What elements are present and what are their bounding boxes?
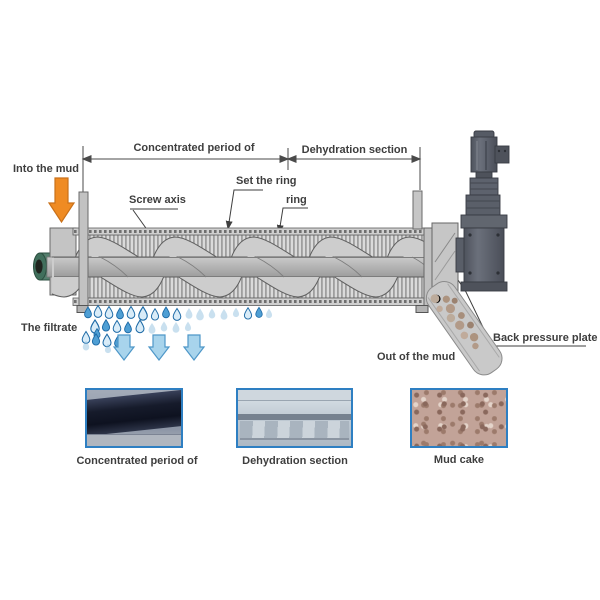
label-into-the-mud: Into the mud [13, 163, 79, 175]
machine-body [33, 190, 459, 313]
label-the-filtrate: The filtrate [21, 322, 78, 334]
concentrated-section-photo [85, 388, 183, 448]
right-support-post [412, 190, 423, 230]
caption-mud-cake: Mud cake [433, 454, 485, 466]
label-dehydration-section: Dehydration section [301, 144, 408, 156]
gearbox-base [460, 281, 508, 292]
mud-crumbs [430, 294, 479, 350]
label-back-pressure-plate: Back pressure plate [493, 332, 598, 344]
photo-floor [87, 434, 181, 446]
discharge-chute [425, 281, 503, 376]
label-ring: ring [286, 194, 307, 206]
caption-dehydration-section: Dehydration section [242, 455, 348, 467]
machine-foot-right [415, 305, 429, 313]
dimension-lines [81, 146, 422, 192]
caption-concentrated-period: Concentrated period of [76, 455, 198, 467]
machine-bar [238, 414, 351, 420]
motor-assembly [455, 130, 510, 292]
label-screw-axis: Screw axis [129, 194, 186, 206]
drum-bottom-rail [72, 297, 429, 306]
flight-wrap-lines [54, 256, 448, 278]
dehydration-section-photo [236, 388, 353, 448]
junction-box [494, 145, 510, 164]
mud-cake-photo [410, 388, 508, 448]
label-out-of-the-mud: Out of the mud [377, 351, 456, 363]
water-drops [81, 305, 273, 354]
label-set-the-ring: Set the ring [236, 175, 297, 187]
label-concentrated-period: Concentrated period of [133, 142, 255, 154]
drum-top-rail [72, 227, 429, 236]
filtrate-arrows [112, 334, 206, 361]
screw-plates [240, 421, 349, 440]
photo-background [412, 390, 506, 446]
photo-top-strip [238, 390, 351, 401]
motor-body [470, 136, 498, 173]
left-end-plate [78, 191, 89, 307]
gearbox-flange [460, 214, 508, 229]
mud-inflow-arrow [47, 177, 76, 224]
